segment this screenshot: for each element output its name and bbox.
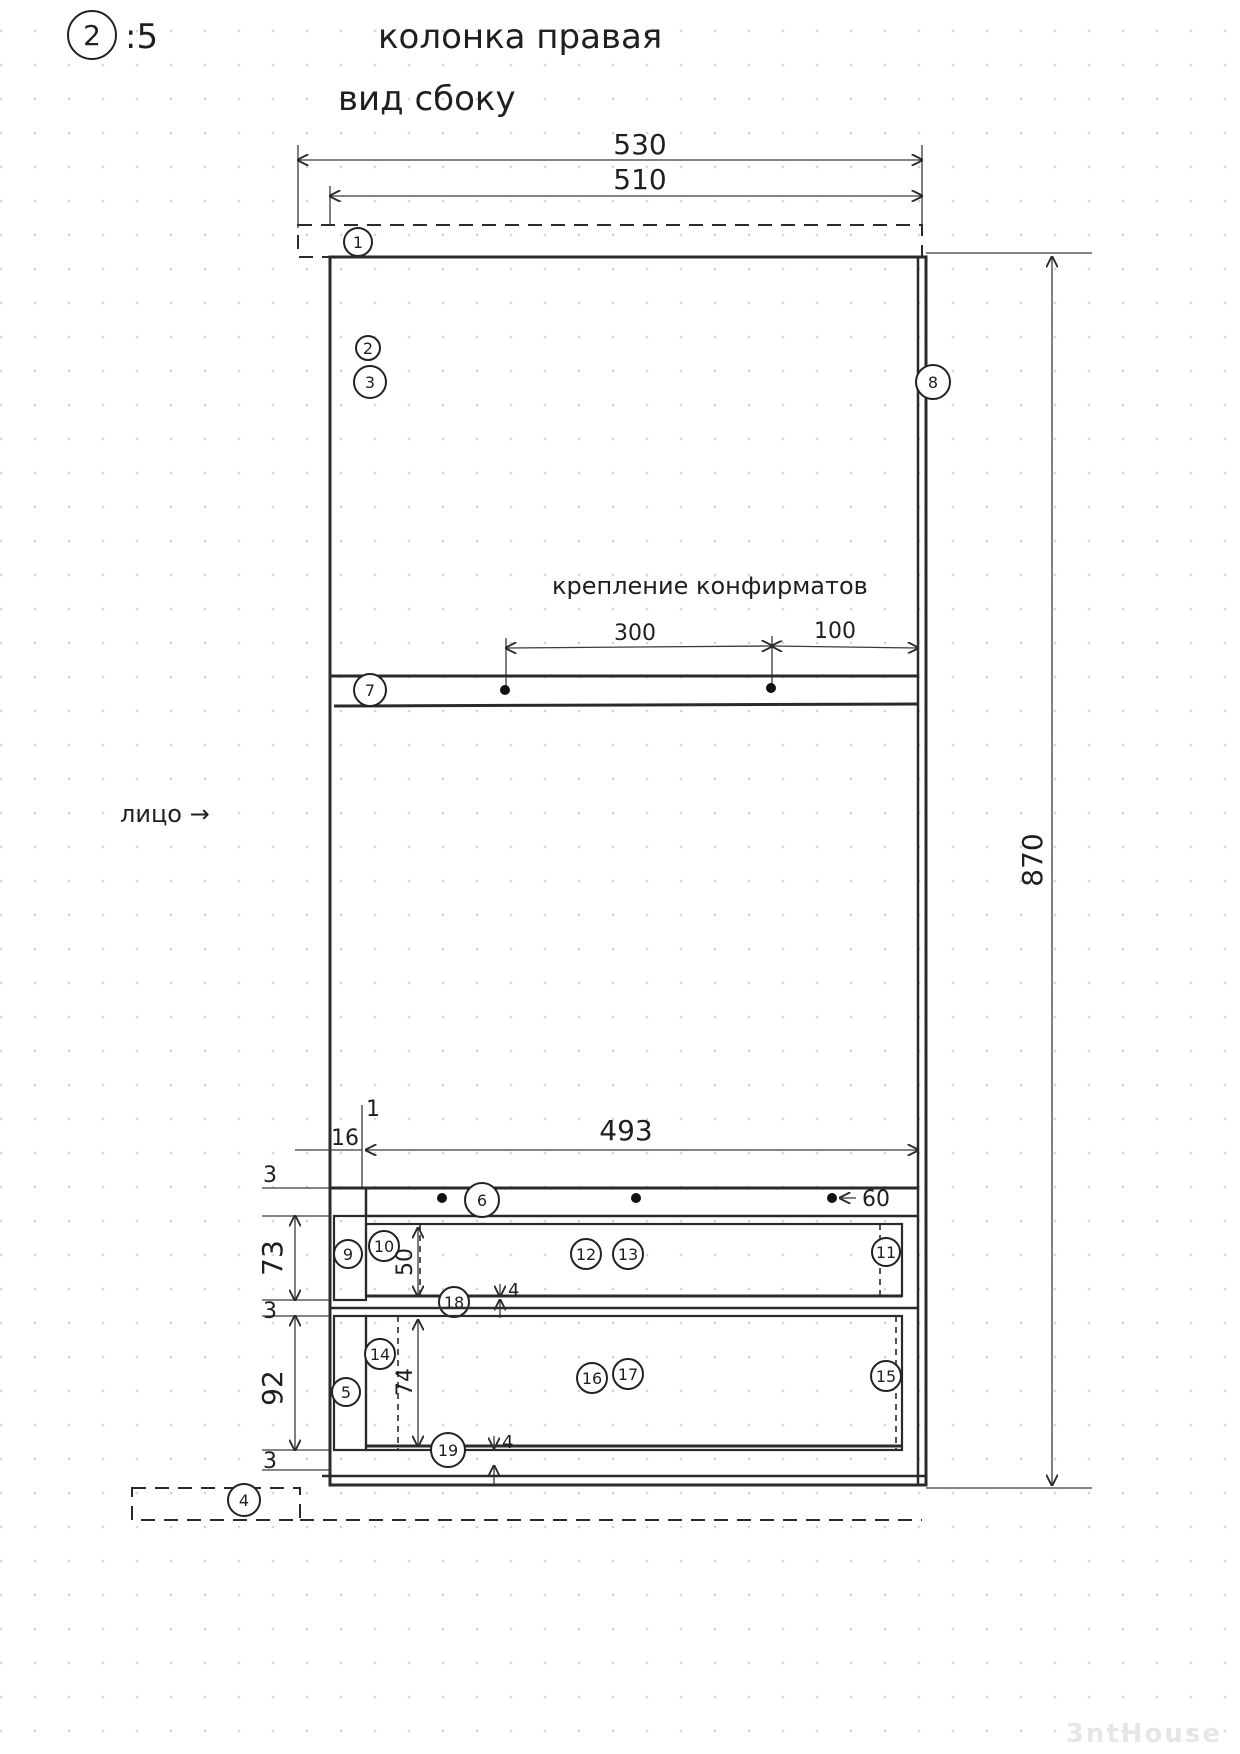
confirmat-note: крепление конфирматов	[552, 572, 868, 600]
part-5-label: 5	[341, 1383, 351, 1402]
rail-profile	[330, 1186, 918, 1218]
part-13-bubble	[612, 1238, 644, 1270]
confirmat-spacing-label: 300	[614, 621, 656, 646]
front-label: лицо →	[120, 800, 210, 828]
title-line2: вид сбоку	[338, 79, 516, 119]
gap-bottom-label: 3	[263, 1449, 277, 1474]
sheet-number: 2	[83, 19, 101, 52]
watermark: 3ntHouse	[1066, 1719, 1222, 1749]
gap-small-label: 1	[366, 1097, 380, 1122]
part-6-bubble	[464, 1182, 500, 1218]
part-13-label: 13	[618, 1245, 638, 1264]
sheet-number-circle	[67, 10, 117, 60]
part-12-bubble	[570, 1238, 602, 1270]
part-17-bubble	[612, 1358, 644, 1390]
confirmat-hole-1	[500, 685, 510, 695]
drawer1-inner-label: 50	[393, 1248, 418, 1276]
gap-mid-label: 3	[263, 1299, 277, 1324]
part-10-bubble	[368, 1230, 400, 1262]
inner-width-label: 510	[613, 163, 666, 196]
part-9-bubble	[333, 1239, 363, 1269]
sheet-index: :5	[125, 17, 158, 57]
part-10-label: 10	[374, 1237, 394, 1256]
part-2-label: 2	[363, 339, 373, 358]
part-3-label: 3	[365, 373, 375, 392]
part-7-label: 7	[365, 681, 375, 700]
part-15-bubble	[870, 1360, 902, 1392]
dim-overall-width	[298, 145, 922, 230]
part-16-bubble	[576, 1362, 608, 1394]
part-1-label: 1	[353, 233, 363, 252]
bottom-thickness-2-label: 4	[502, 1432, 513, 1453]
rail-hole-2	[631, 1193, 641, 1203]
confirmat-hole-2	[766, 683, 776, 693]
overall-width-label: 530	[613, 128, 666, 161]
part-17-label: 17	[618, 1365, 638, 1384]
part-2-bubble	[355, 335, 381, 361]
drawer-width-label: 493	[599, 1114, 652, 1147]
part-11-label: 11	[876, 1243, 896, 1262]
part-3-bubble	[353, 365, 387, 399]
rail-hole-3	[827, 1193, 837, 1203]
bottom-thickness-1-label: 4	[508, 1280, 519, 1301]
plinth-outline	[131, 1487, 301, 1521]
dim-confirmat	[506, 636, 918, 688]
part-8-bubble	[915, 364, 951, 400]
part-14-label: 14	[370, 1345, 390, 1364]
part-11-bubble	[871, 1237, 901, 1267]
rail-hole-1	[437, 1193, 447, 1203]
confirmat-edge-label: 100	[814, 619, 856, 644]
part-19-label: 19	[438, 1441, 458, 1460]
countertop-outline	[297, 224, 923, 258]
rail-edge-label: 60	[862, 1187, 890, 1212]
height-label: 870	[1016, 833, 1049, 886]
part-5-bubble	[331, 1377, 361, 1407]
part-8-label: 8	[928, 373, 938, 392]
title-line1: колонка правая	[378, 17, 662, 57]
drawer2-height-label: 92	[256, 1370, 289, 1406]
part-4-label: 4	[239, 1491, 249, 1510]
drawer2-box	[364, 1314, 904, 1452]
part-12-label: 12	[576, 1245, 596, 1264]
part-7-bubble	[353, 673, 387, 707]
dim-inner-width	[330, 186, 922, 224]
gap-top-label: 3	[263, 1163, 277, 1188]
part-15-label: 15	[876, 1367, 896, 1386]
part-16-label: 16	[582, 1369, 602, 1388]
part-19-bubble	[430, 1432, 466, 1468]
shelf-bottom-edge	[333, 702, 919, 708]
part-14-bubble	[364, 1338, 396, 1370]
part-4-bubble	[227, 1483, 261, 1517]
drawer2-inner-label: 74	[393, 1368, 418, 1396]
side-panel-outline	[328, 255, 928, 1487]
drawer1-height-label: 73	[256, 1240, 289, 1276]
part-6-label: 6	[477, 1191, 487, 1210]
part-9-label: 9	[343, 1245, 353, 1264]
left-offset-label: 16	[331, 1126, 359, 1151]
